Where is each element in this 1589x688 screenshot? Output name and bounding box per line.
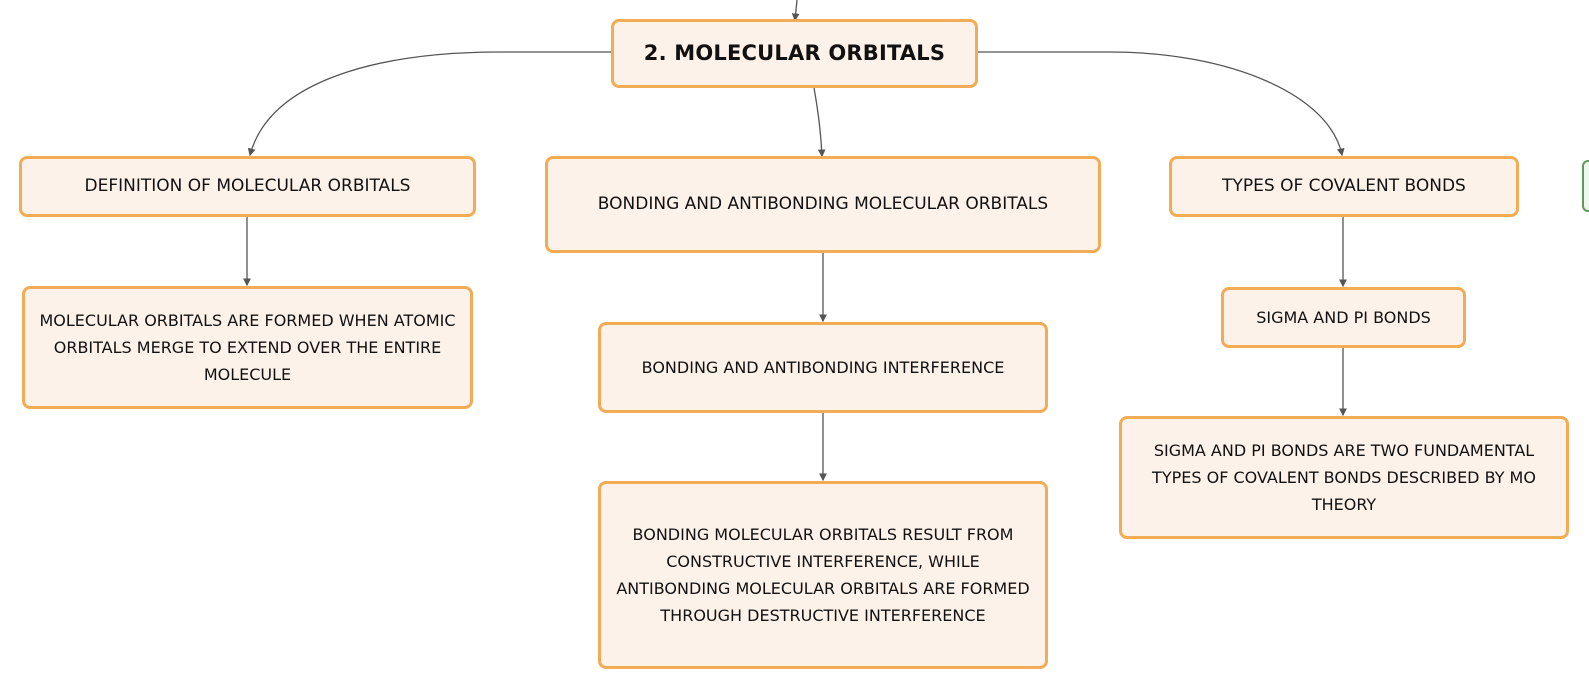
leaf-node-label: SIGMA AND PI BONDS ARE TWO FUNDAMENTAL T… xyxy=(1152,441,1536,514)
branch-node-label: DEFINITION OF MOLECULAR ORBITALS xyxy=(84,176,411,196)
leaf-node-interference[interactable]: BONDING AND ANTIBONDING INTERFERENCE xyxy=(598,322,1048,413)
connector-root-types xyxy=(977,51,1345,157)
connector-root-bonding xyxy=(813,87,826,158)
root-node-label: 2. MOLECULAR ORBITALS xyxy=(643,41,946,65)
connector-incoming-root xyxy=(791,0,800,22)
leaf-node-interference-detail[interactable]: BONDING MOLECULAR ORBITALS RESULT FROM C… xyxy=(598,481,1048,669)
leaf-node-label: MOLECULAR ORBITALS ARE FORMED WHEN ATOMI… xyxy=(39,311,456,384)
leaf-node-label: BONDING MOLECULAR ORBITALS RESULT FROM C… xyxy=(616,525,1030,625)
branch-node-types[interactable]: TYPES OF COVALENT BONDS xyxy=(1169,156,1519,217)
leaf-node-sigma-pi-detail[interactable]: SIGMA AND PI BONDS ARE TWO FUNDAMENTAL T… xyxy=(1119,416,1569,539)
branch-node-definition[interactable]: DEFINITION OF MOLECULAR ORBITALS xyxy=(19,156,476,217)
leaf-node-label: SIGMA AND PI BONDS xyxy=(1256,308,1431,327)
offscreen-node-edge[interactable] xyxy=(1582,160,1589,212)
branch-node-bonding[interactable]: BONDING AND ANTIBONDING MOLECULAR ORBITA… xyxy=(545,156,1101,253)
root-node[interactable]: 2. MOLECULAR ORBITALS xyxy=(611,19,978,88)
leaf-node-definition-detail[interactable]: MOLECULAR ORBITALS ARE FORMED WHEN ATOMI… xyxy=(22,286,473,409)
leaf-node-sigma-pi[interactable]: SIGMA AND PI BONDS xyxy=(1221,287,1466,348)
leaf-node-label: BONDING AND ANTIBONDING INTERFERENCE xyxy=(641,358,1005,377)
branch-node-label: TYPES OF COVALENT BONDS xyxy=(1222,176,1466,196)
connector-root-definition xyxy=(247,51,612,157)
branch-node-label: BONDING AND ANTIBONDING MOLECULAR ORBITA… xyxy=(597,194,1049,214)
